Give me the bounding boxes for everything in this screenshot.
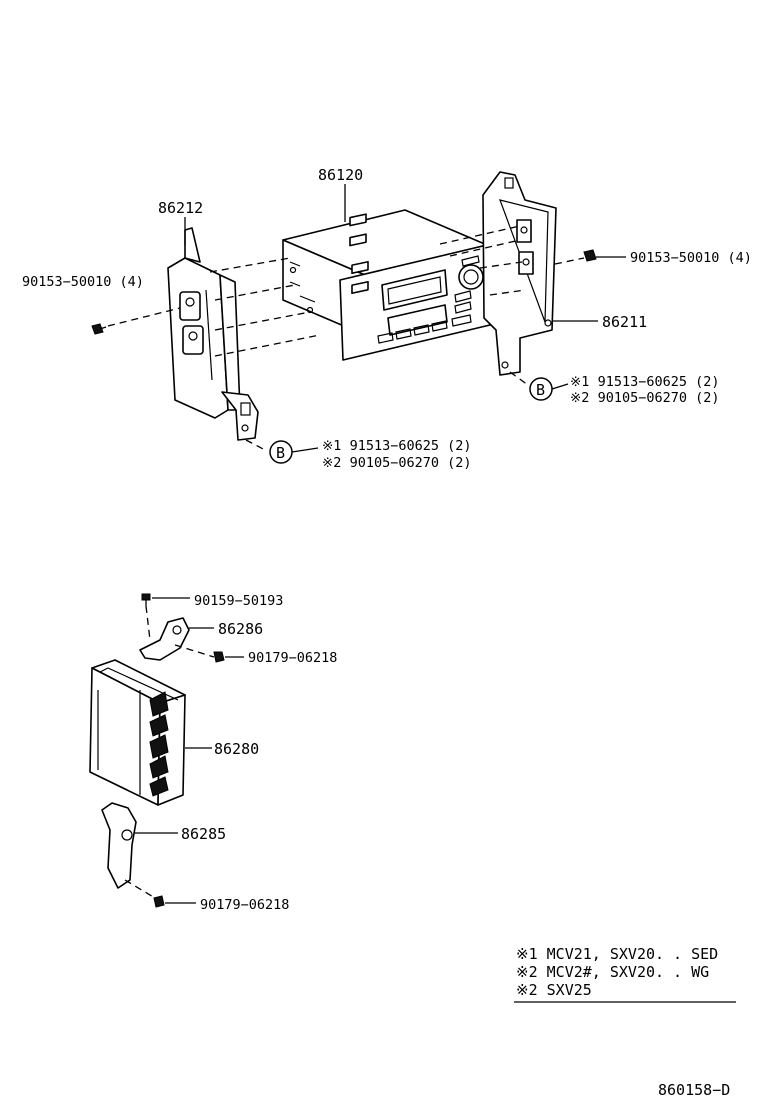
leader-lines-top (184, 184, 626, 453)
bolt-left-icon[interactable] (91, 323, 107, 335)
b-circle-left: B (269, 440, 293, 464)
label-b-left-1: ※1 91513−60625 (2) (322, 438, 471, 454)
label-b-left-2: ※2 90105−06270 (2) (322, 455, 471, 471)
label-bolt-right: 90153−50010 (4) (630, 250, 752, 266)
label-86285: 86285 (181, 825, 226, 843)
alignment-dash-lines (107, 225, 585, 451)
b-circle-right: B (529, 377, 553, 401)
screw-90159-icon[interactable] (141, 593, 190, 641)
bracket-86285[interactable] (101, 802, 178, 899)
legend-line-3: ※2 SXV25 (516, 981, 592, 999)
nut-90179-top-icon[interactable] (213, 651, 244, 663)
legend-line-1: ※1 MCV21, SXV20. . SED (516, 945, 718, 963)
nut-90179-bottom-icon[interactable] (153, 895, 196, 908)
amplifier-86280[interactable] (89, 659, 212, 806)
label-b-right-1: ※1 91513−60625 (2) (570, 374, 719, 390)
legend: ※1 MCV21, SXV20. . SED ※2 MCV2#, SXV20. … (514, 945, 736, 1003)
label-90179-top: 90179−06218 (248, 650, 337, 666)
svg-text:B: B (276, 444, 285, 462)
label-90179-bottom: 90179−06218 (200, 897, 289, 913)
label-86212: 86212 (158, 199, 203, 217)
left-bracket-86212[interactable] (167, 227, 259, 441)
label-86286: 86286 (218, 620, 263, 638)
amplifier-connectors (149, 691, 169, 797)
label-86211: 86211 (602, 313, 647, 331)
label-b-right-2: ※2 90105−06270 (2) (570, 390, 719, 406)
bolt-right-icon[interactable] (583, 249, 597, 262)
head-unit-86120[interactable] (282, 209, 491, 361)
right-bracket-86211[interactable] (482, 171, 557, 376)
label-bolt-left: 90153−50010 (4) (22, 274, 144, 290)
diagram-code: 860158−D (658, 1081, 730, 1099)
bracket-86286[interactable] (139, 617, 215, 661)
legend-line-2: ※2 MCV2#, SXV20. . WG (516, 963, 709, 981)
svg-text:B: B (536, 381, 545, 399)
label-86280: 86280 (214, 740, 259, 758)
label-90159: 90159−50193 (194, 593, 283, 609)
label-86120: 86120 (318, 166, 363, 184)
